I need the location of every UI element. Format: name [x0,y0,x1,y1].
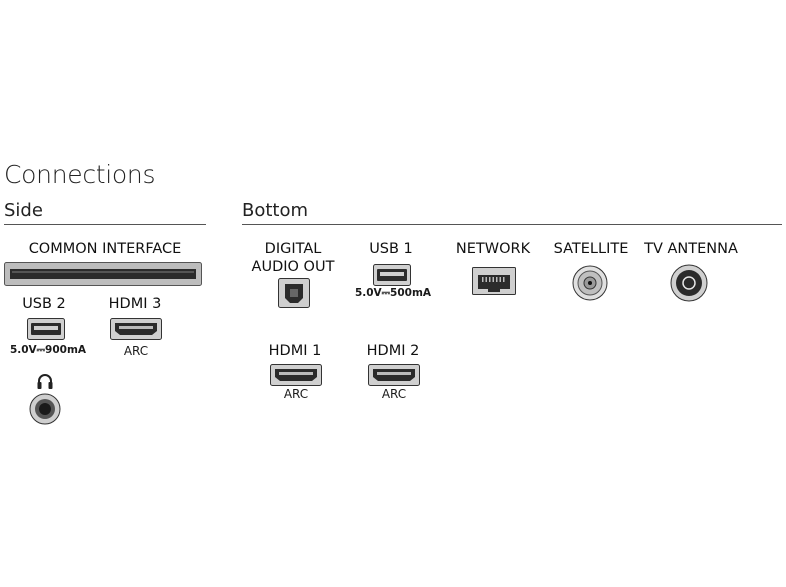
hdmi1-arc-label: ARC [283,387,309,401]
bottom-divider [242,224,782,225]
section-side-heading: Side [4,200,43,221]
satellite-connector-icon [572,265,608,301]
headphone-jack-icon [29,393,61,425]
ethernet-port-icon [472,267,516,295]
common-interface-label: COMMON INTERFACE [28,241,182,257]
side-divider [4,224,206,225]
usb2-label: USB 2 [22,296,66,312]
hdmi2-port-icon [368,364,420,386]
hdmi1-label: HDMI 1 [268,343,322,359]
headphones-icon [36,372,54,390]
usb2-spec: 5.0V⎓900mA [9,344,87,356]
optical-port-icon [278,278,310,308]
network-label: NETWORK [455,241,531,257]
hdmi3-label: HDMI 3 [108,296,162,312]
hdmi3-arc-label: ARC [123,344,149,358]
section-bottom-heading: Bottom [242,200,309,221]
satellite-label: SATELLITE [553,241,629,257]
tv-antenna-label: TV ANTENNA [644,241,738,257]
usb2-port-icon [27,318,65,340]
hdmi2-arc-label: ARC [381,387,407,401]
common-interface-slot [4,262,202,286]
usb1-port-icon [373,264,411,286]
digital-audio-label-line1: DIGITAL [264,241,322,257]
usb1-spec: 5.0V⎓500mA [354,287,432,299]
digital-audio-label-line2: AUDIO OUT [251,259,335,275]
antenna-connector-icon [670,264,708,302]
hdmi3-port-icon [110,318,162,340]
hdmi2-label: HDMI 2 [366,343,420,359]
usb1-label: USB 1 [369,241,413,257]
hdmi1-port-icon [270,364,322,386]
page-title: Connections [4,160,156,189]
